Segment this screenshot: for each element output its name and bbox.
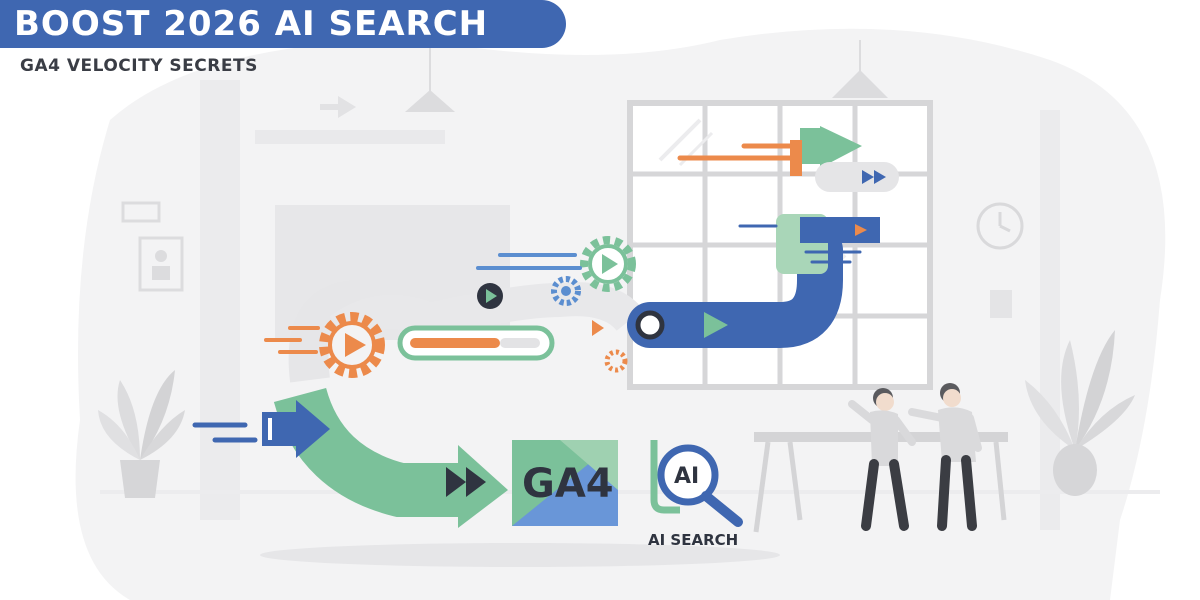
wall-shelf [255, 130, 445, 144]
portrait-frame [138, 236, 184, 292]
magnifier-icon [657, 444, 719, 506]
green-chevron-arrow [677, 126, 862, 176]
gear-icon-green [580, 236, 636, 292]
pendant-lamp-left [405, 40, 455, 112]
gear-icon-small-orange [604, 349, 628, 373]
blue-speed-lines [476, 253, 582, 270]
plant-icon-right [1025, 330, 1135, 496]
fast-forward-icon [446, 467, 486, 497]
floor-shadow [260, 543, 780, 567]
ga4-logo: GA4 [512, 440, 618, 526]
ga4-logo-text: GA4 [522, 461, 614, 507]
clock-icon [976, 202, 1024, 250]
floor-line [100, 490, 1160, 494]
gear-icon-orange [319, 312, 385, 378]
wall-frame-small [121, 201, 161, 223]
page-title: BOOST 2026 AI SEARCH [14, 4, 489, 44]
title-banner: BOOST 2026 AI SEARCH [0, 0, 566, 48]
blue-flow-pipe [627, 227, 843, 348]
play-icon [602, 254, 618, 274]
blue-entry-arrow [192, 400, 330, 458]
pendant-lamp-right [832, 40, 888, 98]
play-icon-small-orange [592, 320, 604, 336]
ai-search-label: AI SEARCH [648, 531, 738, 549]
fast-forward-pill [815, 162, 899, 192]
wall-switch [990, 290, 1012, 318]
fast-forward-icon [862, 170, 874, 184]
ai-search-badge: AI AI SEARCH [648, 440, 743, 549]
orange-speed-lines [264, 326, 320, 354]
faint-arrow-icon [320, 96, 356, 118]
ai-badge-text: AI [674, 464, 699, 489]
progress-pill [397, 325, 555, 361]
play-icon [855, 224, 867, 236]
video-card [738, 214, 880, 274]
person-left [848, 388, 916, 531]
play-icon [704, 312, 728, 338]
grey-connector-curve [329, 282, 644, 345]
person-right [908, 383, 982, 531]
plant-icon-left [98, 370, 185, 498]
wall-column-left [200, 80, 240, 520]
gear-icon-blue [551, 276, 581, 306]
play-icon [345, 333, 366, 357]
page-subtitle: GA4 VELOCITY SECRETS [20, 56, 258, 76]
play-button-icon [477, 283, 503, 309]
